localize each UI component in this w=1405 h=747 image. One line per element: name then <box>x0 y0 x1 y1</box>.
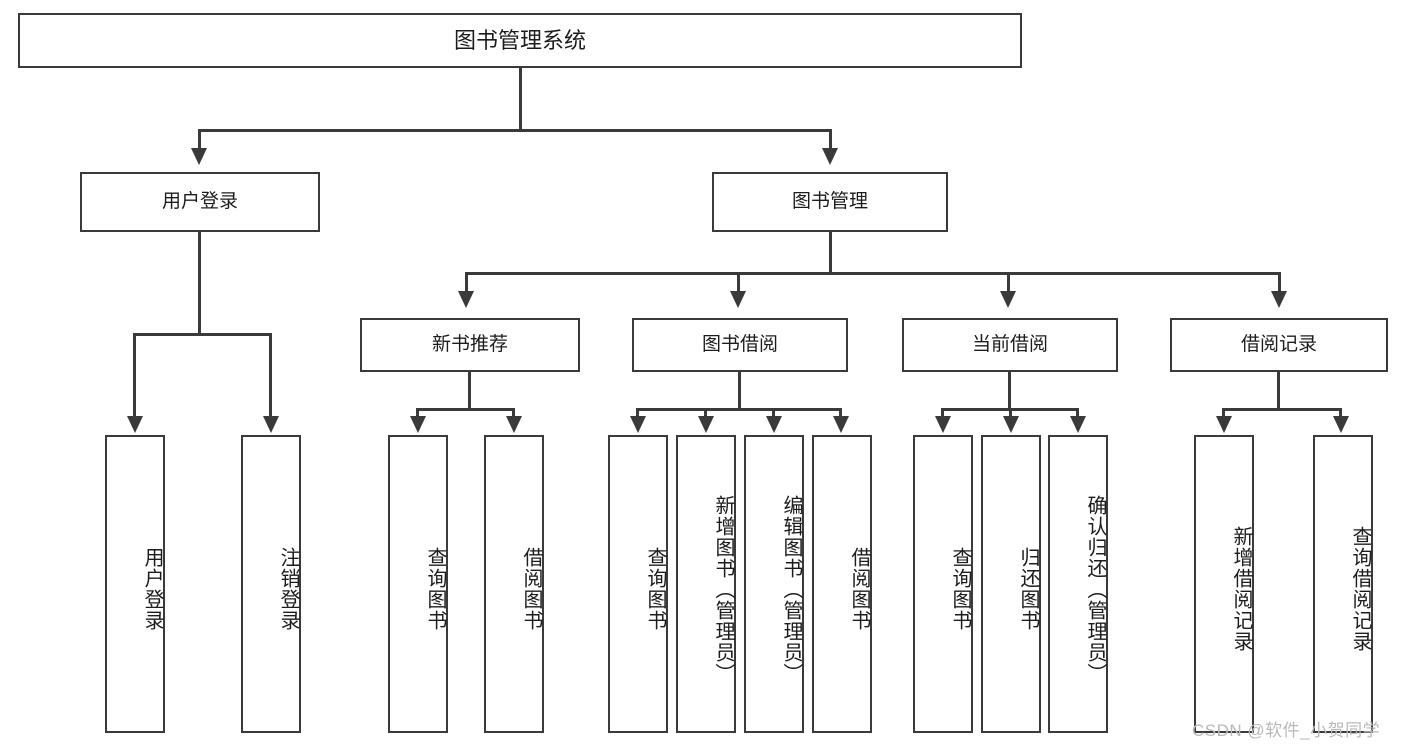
connector-user-login-bus <box>133 333 272 336</box>
leaf-return-book[interactable]: 归还图书 <box>981 435 1041 733</box>
arrow-nbr-leaf-2 <box>506 416 522 433</box>
arrow-br-leaf-2 <box>1333 416 1349 433</box>
connector-br-bus <box>1222 408 1342 411</box>
leaf-user-login[interactable]: 用户登录 <box>105 435 165 733</box>
connector-root-stem <box>519 68 522 131</box>
leaf-edit-book-admin[interactable]: 编辑图书（管理员） <box>744 435 804 733</box>
connector-cb-drop-3 <box>1076 408 1079 418</box>
node-current-borrowing[interactable]: 当前借阅 <box>902 318 1118 372</box>
node-label: 借阅图书 <box>848 547 870 631</box>
leaf-add-book-admin[interactable]: 新增图书（管理员） <box>676 435 736 733</box>
node-label: 编辑图书（管理员） <box>780 494 802 684</box>
csdn-watermark: CSDN @软件_小贺同学 <box>1192 721 1381 740</box>
node-label: 查询图书 <box>644 547 666 631</box>
node-label: 当前借阅 <box>971 333 1048 355</box>
connector-book-manage-drop-1 <box>465 272 468 292</box>
connector-book-manage-drop-3 <box>1007 272 1010 292</box>
arrow-nbr-leaf-1 <box>410 416 426 433</box>
connector-cb-stem <box>1008 372 1011 410</box>
connector-br-drop-2 <box>1339 408 1342 418</box>
connector-root-drop-right <box>829 129 832 149</box>
leaf-borrow-book-nbr[interactable]: 借阅图书 <box>484 435 544 733</box>
connector-bb-drop-4 <box>839 408 842 418</box>
node-borrowing-record[interactable]: 借阅记录 <box>1170 318 1388 372</box>
node-label: 确认归还（管理员） <box>1084 494 1106 684</box>
node-label: 查询借阅记录 <box>1349 526 1371 652</box>
connector-nbr-drop-2 <box>512 408 515 418</box>
node-label: 新增借阅记录 <box>1230 526 1252 652</box>
arrow-cb-leaf-1 <box>935 416 951 433</box>
connector-user-login-drop-1 <box>133 333 136 418</box>
leaf-logout[interactable]: 注销登录 <box>241 435 301 733</box>
arrow-to-user-login <box>191 148 207 165</box>
connector-root-drop-left <box>198 129 201 149</box>
connector-book-manage-bus <box>465 272 1281 275</box>
connector-bb-drop-3 <box>772 408 775 418</box>
node-label: 图书管理 <box>791 190 868 212</box>
connector-cb-drop-2 <box>1009 408 1012 418</box>
arrow-br-leaf-1 <box>1216 416 1232 433</box>
node-label: 新书推荐 <box>431 333 508 355</box>
node-book-borrowing[interactable]: 图书借阅 <box>632 318 848 372</box>
arrow-cb-leaf-3 <box>1070 416 1086 433</box>
connector-root-bus <box>198 129 832 132</box>
node-label: 注销登录 <box>277 547 299 631</box>
arrow-to-book-borrow <box>730 291 746 308</box>
node-label: 查询图书 <box>424 547 446 631</box>
leaf-query-borrow-record[interactable]: 查询借阅记录 <box>1313 435 1373 733</box>
connector-br-stem <box>1277 372 1280 410</box>
leaf-confirm-return-admin[interactable]: 确认归还（管理员） <box>1048 435 1108 733</box>
node-root-system[interactable]: 图书管理系统 <box>18 13 1022 68</box>
leaf-query-book-nbr[interactable]: 查询图书 <box>388 435 448 733</box>
connector-user-login-drop-2 <box>269 333 272 418</box>
arrow-bb-leaf-3 <box>766 416 782 433</box>
arrow-to-new-book-rec <box>458 291 474 308</box>
connector-nbr-stem <box>468 372 471 410</box>
arrow-bb-leaf-1 <box>630 416 646 433</box>
node-label: 借阅记录 <box>1240 333 1317 355</box>
arrow-to-leaf-user-login <box>127 416 143 433</box>
connector-nbr-bus <box>416 408 514 411</box>
node-book-management[interactable]: 图书管理 <box>712 172 948 232</box>
connector-book-manage-stem <box>829 232 832 274</box>
arrow-to-leaf-logout <box>263 416 279 433</box>
connector-bb-bus <box>636 408 842 411</box>
arrow-to-book-manage <box>822 148 838 165</box>
connector-book-manage-drop-4 <box>1278 272 1281 292</box>
arrow-bb-leaf-2 <box>698 416 714 433</box>
connector-bb-drop-2 <box>704 408 707 418</box>
leaf-query-book-bb[interactable]: 查询图书 <box>608 435 668 733</box>
connector-user-login-stem <box>198 232 201 335</box>
arrow-to-current-borrow <box>1000 291 1016 308</box>
node-new-book-recommendation[interactable]: 新书推荐 <box>360 318 580 372</box>
arrow-cb-leaf-2 <box>1003 416 1019 433</box>
node-label: 归还图书 <box>1017 547 1039 631</box>
leaf-query-book-cb[interactable]: 查询图书 <box>913 435 973 733</box>
connector-cb-drop-1 <box>941 408 944 418</box>
node-label: 用户登录 <box>141 547 163 631</box>
connector-nbr-drop-1 <box>416 408 419 418</box>
node-label: 用户登录 <box>161 190 238 212</box>
node-label: 新增图书（管理员） <box>712 494 734 684</box>
leaf-borrow-book-bb[interactable]: 借阅图书 <box>812 435 872 733</box>
leaf-add-borrow-record[interactable]: 新增借阅记录 <box>1194 435 1254 733</box>
connector-bb-stem <box>738 372 741 410</box>
node-label: 查询图书 <box>949 547 971 631</box>
node-label: 图书借阅 <box>701 333 778 355</box>
connector-br-drop-1 <box>1222 408 1225 418</box>
node-label: 图书管理系统 <box>453 27 586 53</box>
node-label: 借阅图书 <box>520 547 542 631</box>
connector-book-manage-drop-2 <box>737 272 740 292</box>
arrow-to-borrow-record <box>1271 291 1287 308</box>
connector-bb-drop-1 <box>636 408 639 418</box>
node-user-login[interactable]: 用户登录 <box>80 172 320 232</box>
arrow-bb-leaf-4 <box>833 416 849 433</box>
